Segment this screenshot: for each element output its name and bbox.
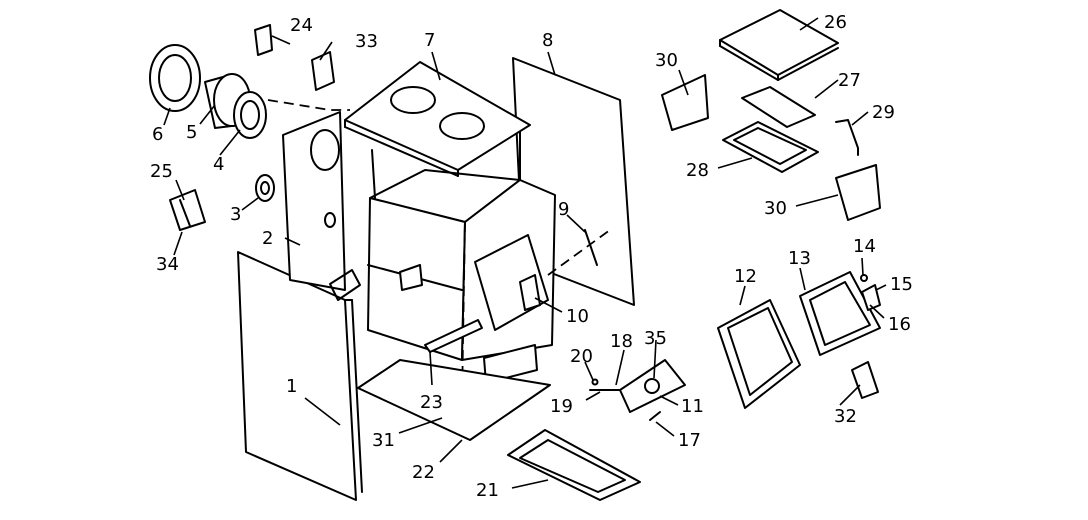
part-17-screw (649, 411, 661, 421)
label-22: 22 (412, 462, 435, 483)
label-35: 35 (644, 328, 667, 349)
label-29: 29 (872, 102, 895, 123)
label-32: 32 (834, 406, 857, 427)
label-27: 27 (838, 70, 861, 91)
part-27-grate (741, 86, 816, 128)
part-5-flue-collar (204, 73, 251, 129)
label-8: 8 (542, 30, 553, 51)
label-26: 26 (824, 12, 847, 33)
part-12-door (717, 299, 801, 409)
part-4-flange (233, 91, 267, 139)
label-11: 11 (681, 396, 704, 417)
part-28-tray (722, 121, 819, 173)
label-30-lower: 30 (764, 198, 787, 219)
label-30-upper: 30 (655, 50, 678, 71)
label-10: 10 (566, 306, 589, 327)
label-1: 1 (286, 376, 297, 397)
part-7-top-panel (344, 61, 531, 177)
part-18-19-20-linkage (589, 378, 621, 391)
label-25: 25 (150, 161, 173, 182)
label-23: 23 (420, 392, 443, 413)
label-6: 6 (152, 124, 163, 145)
label-28: 28 (686, 160, 709, 181)
part-25-34-assembly (169, 189, 206, 231)
part-30-deflector-lower (835, 164, 881, 221)
label-9: 9 (558, 199, 569, 220)
part-26-plate (719, 9, 839, 81)
part-13-door-glass-frame (799, 271, 881, 356)
part-23-rod (424, 319, 483, 353)
label-2: 2 (262, 228, 273, 249)
label-18: 18 (610, 331, 633, 352)
part-22-bottom-panel (357, 359, 551, 441)
label-33: 33 (355, 31, 378, 52)
label-12: 12 (734, 266, 757, 287)
label-3: 3 (230, 204, 241, 225)
label-13: 13 (788, 248, 811, 269)
label-15: 15 (890, 274, 913, 295)
part-21-ash-pan (507, 429, 641, 501)
part-1-side-panel (237, 251, 363, 501)
label-19: 19 (550, 396, 573, 417)
part-2-back-panel (282, 111, 361, 301)
label-7: 7 (424, 30, 435, 51)
label-17: 17 (678, 430, 701, 451)
label-31: 31 (372, 430, 395, 451)
part-9-pin (547, 229, 611, 276)
callout-labels: 1 2 3 4 5 6 7 8 9 10 11 12 13 14 15 16 1… (150, 12, 913, 501)
label-21: 21 (476, 480, 499, 501)
label-20: 20 (570, 346, 593, 367)
label-16: 16 (888, 314, 911, 335)
part-30-deflector-upper (661, 74, 709, 131)
part-29-hook (835, 119, 859, 156)
label-4: 4 (213, 154, 224, 175)
part-32-bracket (851, 361, 879, 399)
label-34: 34 (156, 254, 179, 275)
label-14: 14 (853, 236, 876, 257)
label-24: 24 (290, 15, 313, 36)
part-15-16-handle (860, 274, 881, 311)
part-24-bracket (254, 24, 291, 56)
leader-lines (163, 17, 887, 489)
part-6-gasket-ring (149, 44, 201, 112)
firebox-body (367, 131, 556, 401)
part-3-washer (255, 174, 275, 202)
part-11-damper-plate (619, 359, 686, 413)
part-33-bracket (311, 51, 335, 91)
label-5: 5 (186, 122, 197, 143)
